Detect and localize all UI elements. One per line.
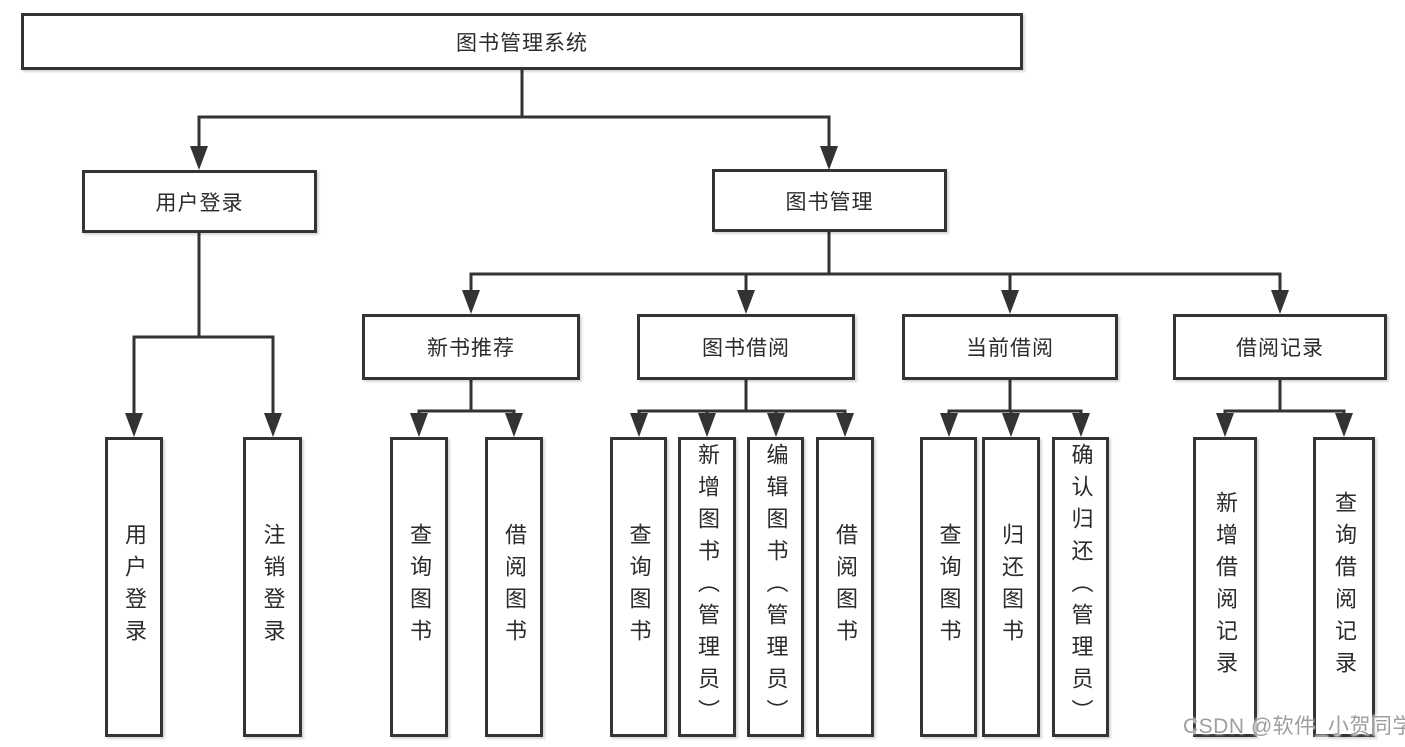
- node-leaf-bb-borrow-books: 借阅图书: [816, 437, 874, 737]
- arrow-down-icon: [737, 290, 755, 314]
- node-label: 图书管理: [785, 190, 874, 214]
- node-label: 注销登录: [260, 523, 286, 651]
- node-leaf-cb-query-books: 查询图书: [920, 437, 977, 737]
- node-label: 查询图书: [626, 523, 652, 651]
- arrow-down-icon: [1335, 413, 1353, 437]
- arrow-down-icon: [190, 146, 208, 170]
- arrow-down-icon: [940, 413, 958, 437]
- node-borrow-records: 借阅记录: [1173, 314, 1387, 380]
- node-label: 借阅图书: [502, 523, 527, 651]
- arrowheads: [125, 146, 1353, 437]
- node-library-system: 图书管理系统: [21, 13, 1023, 70]
- arrow-down-icon: [1002, 413, 1020, 437]
- node-label: 归还图书: [999, 523, 1024, 651]
- arrow-down-icon: [125, 413, 143, 437]
- arrow-down-icon: [836, 413, 854, 437]
- arrow-down-icon: [820, 146, 838, 170]
- node-label: 借阅图书: [833, 523, 858, 651]
- node-label: 确认归还（管理员）: [1068, 443, 1094, 731]
- node-leaf-nb-query-books: 查询图书: [390, 437, 448, 737]
- node-book-borrow: 图书借阅: [637, 314, 855, 380]
- node-leaf-nb-borrow-books: 借阅图书: [485, 437, 543, 737]
- node-leaf-logout: 注销登录: [243, 437, 302, 737]
- node-user-login: 用户登录: [82, 170, 317, 233]
- node-label: 图书借阅: [702, 337, 790, 360]
- node-label: 查询图书: [936, 523, 962, 651]
- arrow-down-icon: [1216, 413, 1234, 437]
- node-new-book-recommend: 新书推荐: [362, 314, 580, 380]
- arrow-down-icon: [462, 290, 480, 314]
- node-label: 新增借阅记录: [1213, 491, 1238, 683]
- node-leaf-bb-edit-books: 编辑图书（管理员）: [747, 437, 804, 737]
- node-leaf-br-add-record: 新增借阅记录: [1193, 437, 1257, 737]
- node-label: 新书推荐: [427, 337, 515, 360]
- node-leaf-bb-add-books: 新增图书（管理员）: [678, 437, 736, 737]
- node-label: 当前借阅: [966, 337, 1054, 360]
- node-leaf-cb-confirm-return: 确认归还（管理员）: [1052, 437, 1109, 737]
- node-leaf-cb-return-books: 归还图书: [982, 437, 1040, 737]
- arrow-down-icon: [410, 413, 428, 437]
- node-current-borrow: 当前借阅: [902, 314, 1118, 380]
- node-leaf-br-query-record: 查询借阅记录: [1313, 437, 1375, 737]
- node-label: 图书管理系统: [456, 31, 588, 55]
- arrow-down-icon: [698, 413, 716, 437]
- node-leaf-bb-query-books: 查询图书: [610, 437, 667, 737]
- arrow-down-icon: [630, 413, 648, 437]
- node-label: 用户登录: [122, 523, 147, 651]
- node-label: 用户登录: [155, 191, 244, 215]
- arrow-down-icon: [1271, 290, 1289, 314]
- node-label: 新增图书（管理员）: [695, 443, 720, 731]
- node-label: 查询借阅记录: [1332, 491, 1357, 683]
- node-label: 编辑图书（管理员）: [763, 443, 789, 731]
- node-label: 借阅记录: [1236, 337, 1324, 360]
- arrow-down-icon: [264, 413, 282, 437]
- arrow-down-icon: [505, 413, 523, 437]
- node-label: 查询图书: [407, 523, 432, 651]
- node-leaf-user-login: 用户登录: [105, 437, 163, 737]
- arrow-down-icon: [1001, 290, 1019, 314]
- arrow-down-icon: [767, 413, 785, 437]
- arrow-down-icon: [1072, 413, 1090, 437]
- node-book-management: 图书管理: [712, 169, 947, 232]
- watermark: CSDN @软件_小贺同学: [1183, 715, 1405, 738]
